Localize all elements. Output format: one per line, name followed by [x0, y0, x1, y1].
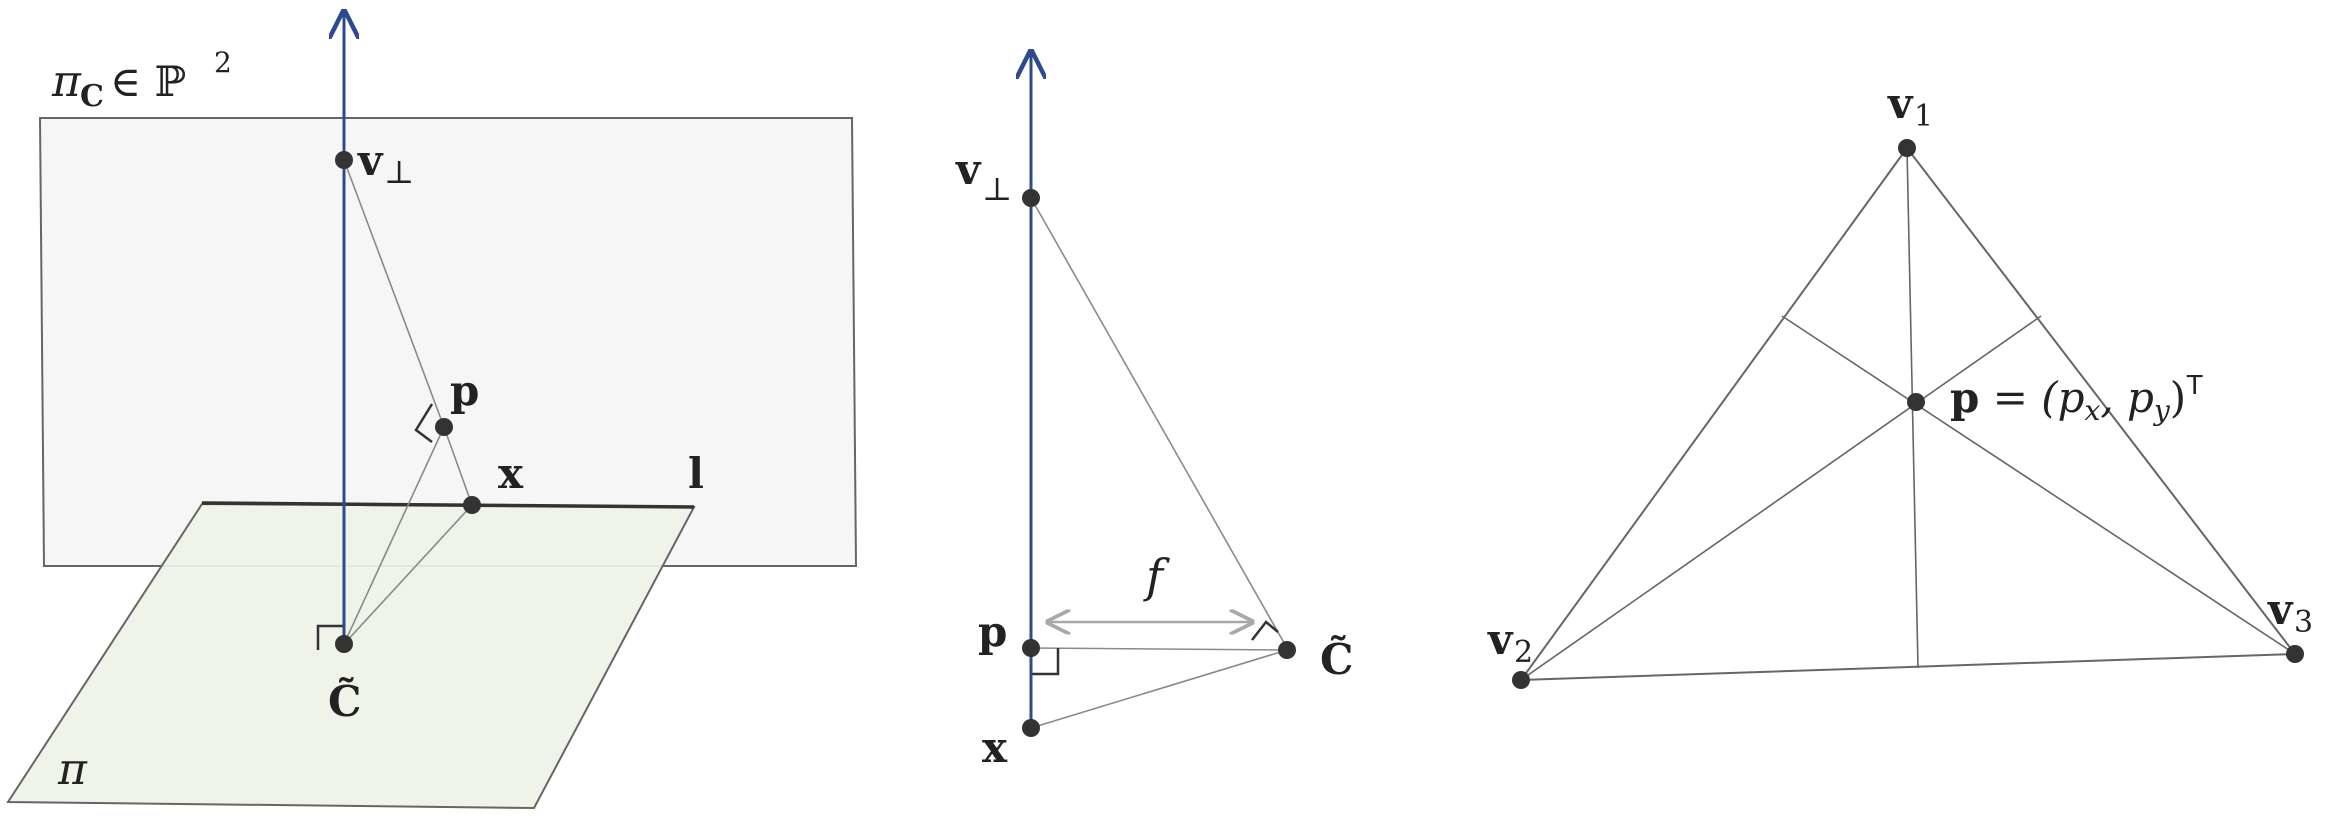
- label-image-plane-pi: π: [51, 56, 82, 107]
- label-image-plane-sub: C: [80, 79, 104, 114]
- point-v1: [1898, 139, 1916, 157]
- altitude-from-v3: [1781, 315, 2296, 655]
- label-x-2: x: [982, 723, 1008, 772]
- point-x-2: [1022, 719, 1040, 737]
- label-p-equation: p = (px, py)T: [1950, 369, 2203, 427]
- label-c: C̃: [328, 676, 361, 726]
- point-v3: [2286, 645, 2304, 663]
- point-x: [463, 496, 481, 514]
- line-vperp-to-c: [1030, 197, 1288, 649]
- label-f: f: [1143, 549, 1170, 603]
- point-c: [335, 635, 353, 653]
- label-l: l: [688, 449, 704, 498]
- label-p-y-sub: y: [2152, 394, 2171, 427]
- right-angle-mark-p2: [1031, 648, 1060, 676]
- point-v2: [1512, 671, 1530, 689]
- label-c-2: C̃: [1320, 634, 1353, 684]
- line-p-to-x: [443, 426, 473, 506]
- label-v-perp: v: [357, 136, 384, 185]
- line-l: [201, 501, 695, 509]
- label-image-plane-sup: 2: [214, 46, 232, 79]
- label-v-perp-2: v: [955, 145, 982, 194]
- panel-3d-view: π C ∈ ℙ 2 v ⊥ p x l C̃ π: [6, 12, 858, 810]
- label-image-plane-in: ∈ ℙ: [110, 57, 186, 106]
- label-p-sup: T: [2186, 369, 2203, 400]
- panel-side-view: v ⊥ f p C̃ x: [955, 52, 1353, 772]
- label-v-perp-sub: ⊥: [384, 153, 414, 191]
- point-p: [435, 418, 453, 436]
- label-v1-sub: 1: [1914, 99, 1933, 134]
- right-angle-mark-p: [414, 403, 434, 443]
- label-p-3: p: [1950, 373, 1979, 422]
- label-p-close: ): [2170, 373, 2186, 422]
- point-p-3: [1907, 393, 1925, 411]
- point-v-perp-2: [1022, 189, 1040, 207]
- label-v3: v: [2267, 585, 2294, 634]
- label-v3-sub: 3: [2294, 605, 2313, 640]
- line-c-to-p: [343, 426, 445, 645]
- right-angle-mark-c: [316, 624, 344, 650]
- image-plane: [38, 117, 858, 567]
- label-v1: v: [1887, 79, 1914, 128]
- label-v-perp-sub-2: ⊥: [982, 170, 1012, 208]
- label-ground-pi: π: [57, 744, 88, 795]
- label-p-comma: , p: [2100, 373, 2154, 422]
- point-c-2: [1278, 641, 1296, 659]
- line-x-to-c: [1030, 649, 1288, 729]
- label-v2: v: [1487, 615, 1514, 664]
- label-p-2: p: [978, 607, 1007, 656]
- label-p-eq: = (p: [1979, 373, 2084, 422]
- vanishing-triangle: [1518, 146, 2297, 682]
- line-p-to-c: [1030, 647, 1288, 651]
- line-c-to-x: [343, 504, 473, 645]
- label-p: p: [450, 366, 479, 415]
- point-p-2: [1022, 639, 1040, 657]
- altitude-from-v2: [1520, 315, 2042, 681]
- label-v2-sub: 2: [1514, 635, 1533, 670]
- line-vperp-to-p: [343, 159, 445, 428]
- panel-triangle: v 1 v 2 v 3 p = (px, py)T: [1487, 79, 2313, 689]
- label-x: x: [498, 449, 524, 498]
- label-p-x-sub: x: [2085, 394, 2101, 427]
- right-angle-mark-c2: [1251, 620, 1279, 641]
- point-v-perp: [335, 151, 353, 169]
